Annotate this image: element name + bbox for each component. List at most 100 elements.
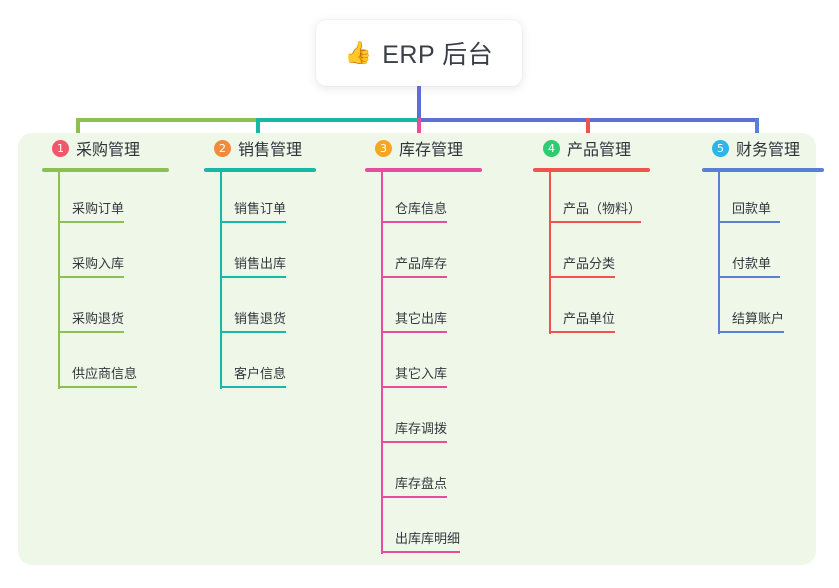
tree-node-rule: [220, 276, 286, 278]
column-header-rule-1: [42, 168, 169, 172]
tree-node-rule: [381, 386, 447, 388]
tree-node-label: 仓库信息: [395, 201, 448, 216]
root-node-erp-backend[interactable]: 👍 ERP 后台: [316, 20, 522, 86]
column-title-4: 产品管理: [567, 142, 632, 159]
column-title-3: 库存管理: [399, 142, 464, 159]
column-spine-2: [220, 172, 222, 389]
tree-node-label: 销售出库: [234, 256, 287, 271]
column-header-rule-5: [702, 168, 824, 172]
column-spine-5: [718, 172, 720, 334]
tree-node-rule: [381, 331, 447, 333]
tree-node[interactable]: 供应商信息: [32, 337, 192, 392]
tree-node[interactable]: 库存盘点: [355, 447, 515, 502]
column-header-rule-2: [204, 168, 316, 172]
column-4: 4 产品管理产品（物料） 产品分类产品单位: [523, 133, 683, 334]
tree-node-rule: [381, 441, 447, 443]
tree-node-rule: [220, 386, 286, 388]
tree-node[interactable]: 采购退货: [32, 282, 192, 337]
tree-node-rule: [220, 331, 286, 333]
column-title-5: 财务管理: [736, 142, 801, 159]
tree-node[interactable]: 产品（物料）: [523, 172, 683, 227]
column-1: 1 采购管理采购订单采购入库采购退货供应商信息: [32, 133, 192, 389]
tree-node-label: 结算账户: [732, 311, 785, 326]
column-header-3[interactable]: 3 库存管理: [355, 133, 515, 163]
tree-node-label: 产品（物料）: [563, 201, 642, 216]
tree-node-label: 产品库存: [395, 256, 448, 271]
column-items-5: 回款单付款单结算账户: [692, 172, 839, 337]
tree-node-label: 付款单: [732, 256, 772, 271]
root-node-label: ERP 后台: [382, 41, 494, 69]
column-spine-1: [58, 172, 60, 389]
tree-node-rule: [718, 276, 780, 278]
tree-node[interactable]: 库存调拨: [355, 392, 515, 447]
tree-node-rule: [549, 276, 615, 278]
tree-node-label: 采购订单: [72, 201, 125, 216]
tree-node-label: 客户信息: [234, 366, 287, 381]
tree-node-rule: [58, 276, 124, 278]
tree-node[interactable]: 结算账户: [692, 282, 839, 337]
tree-node[interactable]: 出库库明细: [355, 502, 515, 557]
tree-node-label: 采购退货: [72, 311, 125, 326]
tree-node-label: 采购入库: [72, 256, 125, 271]
column-spine-4: [549, 172, 551, 334]
tree-node[interactable]: 销售退货: [194, 282, 354, 337]
column-items-4: 产品（物料） 产品分类产品单位: [523, 172, 683, 337]
tree-node[interactable]: 回款单: [692, 172, 839, 227]
column-badge-icon-4: 4: [543, 139, 560, 157]
tree-node-rule: [58, 386, 137, 388]
tree-node-label: 出库库明细: [395, 531, 461, 546]
tree-node[interactable]: 客户信息: [194, 337, 354, 392]
tree-node-label: 库存盘点: [395, 476, 448, 491]
tree-node-label: 产品分类: [563, 256, 616, 271]
column-header-5[interactable]: 5 财务管理: [692, 133, 839, 163]
tree-node-rule: [58, 221, 124, 223]
column-spine-3: [381, 172, 383, 554]
tree-node-label: 回款单: [732, 201, 772, 216]
tree-node[interactable]: 销售订单: [194, 172, 354, 227]
column-badge-icon-2: 2: [214, 139, 231, 157]
column-header-1[interactable]: 1 采购管理: [32, 133, 192, 163]
tree-node-rule: [381, 276, 447, 278]
column-badge-icon-3: 3: [375, 139, 392, 157]
tree-node-rule: [220, 221, 286, 223]
tree-node-rule: [58, 331, 124, 333]
tree-node-label: 销售订单: [234, 201, 287, 216]
tree-node[interactable]: 付款单: [692, 227, 839, 282]
tree-node-rule: [381, 496, 447, 498]
tree-node[interactable]: 仓库信息: [355, 172, 515, 227]
tree-node-rule: [718, 331, 784, 333]
tree-node-rule: [718, 221, 780, 223]
column-3: 3 库存管理仓库信息产品库存其它出库其它入库库存调拨库存盘点出库库明细: [355, 133, 515, 554]
tree-node-label: 供应商信息: [72, 366, 138, 381]
column-items-3: 仓库信息产品库存其它出库其它入库库存调拨库存盘点出库库明细: [355, 172, 515, 557]
tree-node-rule: [549, 331, 615, 333]
tree-node-label: 其它入库: [395, 366, 448, 381]
tree-node[interactable]: 销售出库: [194, 227, 354, 282]
tree-node[interactable]: 产品库存: [355, 227, 515, 282]
column-title-1: 采购管理: [76, 142, 141, 159]
tree-node-rule: [381, 551, 460, 553]
tree-node[interactable]: 采购入库: [32, 227, 192, 282]
column-items-1: 采购订单采购入库采购退货供应商信息: [32, 172, 192, 392]
tree-node[interactable]: 采购订单: [32, 172, 192, 227]
column-header-rule-4: [533, 168, 650, 172]
column-badge-icon-5: 5: [712, 139, 729, 157]
column-header-4[interactable]: 4 产品管理: [523, 133, 683, 163]
thumbs-up-icon: 👍: [344, 40, 373, 65]
column-items-2: 销售订单销售出库销售退货客户信息: [194, 172, 354, 392]
tree-node[interactable]: 其它出库: [355, 282, 515, 337]
tree-node[interactable]: 产品单位: [523, 282, 683, 337]
tree-node-rule: [549, 221, 641, 223]
tree-node-label: 销售退货: [234, 311, 287, 326]
tree-node[interactable]: 产品分类: [523, 227, 683, 282]
tree-node-label: 产品单位: [563, 311, 616, 326]
column-badge-icon-1: 1: [52, 139, 69, 157]
column-5: 5 财务管理回款单付款单结算账户: [692, 133, 839, 334]
tree-node-label: 库存调拨: [395, 421, 448, 436]
tree-node-rule: [381, 221, 447, 223]
tree-node[interactable]: 其它入库: [355, 337, 515, 392]
